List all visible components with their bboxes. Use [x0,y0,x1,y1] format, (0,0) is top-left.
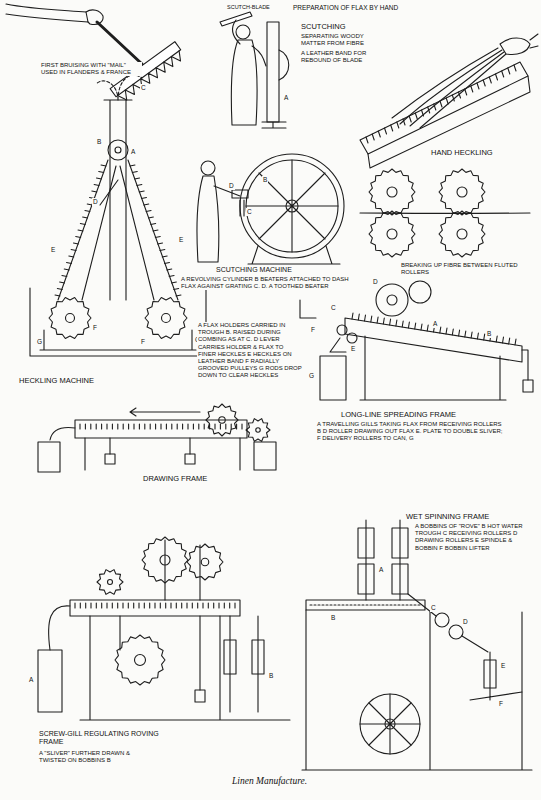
gear [97,570,123,595]
note-text: A TRAVELLING GILLS TAKING FLAX FROM RECE… [316,421,508,443]
callout-letter: G [308,372,315,380]
gear [439,169,485,215]
note-text: HAND HECKLING [430,148,494,157]
callout-letter: D [228,182,235,190]
gear [49,298,91,339]
note-text: A REVOLVING CYLINDER B BEATERS ATTACHED … [180,276,354,290]
heckle-teeth [55,165,181,296]
note-text: SCREW-GILL REGULATING ROVING FRAME [38,730,160,747]
note-text: SEPARATING WOODY MATTER FROM FIBRE [300,33,390,47]
note-text: WET SPINNING FRAME [405,512,490,521]
gear [115,635,165,685]
callout-letter: E [178,236,184,244]
note-text: A LEATHER BAND FOR REBOUND OF BLADE [300,50,394,64]
gear-hub [201,558,209,566]
callout-letter: C [246,208,253,216]
callout-letter: B [96,138,102,146]
callout-letter: B [262,176,268,184]
callout-letter: A [432,320,438,328]
heckle-teeth [55,165,181,296]
callout-letter: C [330,304,337,312]
gear-hub [160,555,170,565]
plate-caption: Linen Manufacture. [230,776,309,786]
gear [369,211,415,257]
gear [206,404,238,436]
note-text: SCUTCH-BLADE [226,4,271,11]
callout-letter: E [350,345,356,353]
gear [187,544,223,580]
callout-letter: C [430,604,437,612]
gear [439,211,485,257]
callout-letter: E [50,246,56,254]
note-text: SCUTCHING [300,22,347,31]
callout-letter: D [372,278,379,286]
note-text: BREAKING UP FIBRE BETWEEN FLUTED ROLLERS [400,262,530,276]
gear [142,537,188,583]
gear [145,298,187,339]
drawing-frame [38,408,276,472]
gear-hub [162,314,171,323]
scutching-machine [197,154,344,264]
callout-letter: C [140,84,147,92]
scutching-by-hand [220,12,289,128]
callout-letter: A [130,148,136,156]
callout-letter: D [92,198,99,206]
gear-hub [387,187,397,197]
note-text: DRAWING FRAME [142,474,208,483]
gear-hub [387,229,397,239]
screw-gill-frame [38,540,290,720]
note-text: SCUTCHING MACHINE [215,266,293,274]
note-text: A "SLIVER" FURTHER DRAWN & TWISTED ON BO… [38,750,158,764]
gear-hub [135,655,146,666]
note-text: A FLAX HOLDERS CARRIED IN TROUGH B. RAIS… [197,322,304,380]
gear-hub [256,428,261,433]
wet-spinning-frame [302,520,532,770]
callout-letter: E [500,662,506,670]
gear-hub [66,314,75,323]
note-text: LONG-LINE SPREADING FRAME [340,410,457,419]
callout-letter: F [498,700,504,708]
callout-letter: F [310,326,316,334]
callout-letter: F [140,338,146,346]
callout-letter: A [378,566,384,574]
note-text: PREPARATION OF FLAX BY HAND [292,4,399,12]
callout-letter: B [330,614,336,622]
callout-letter: F [92,324,98,332]
heckling-machine [30,75,206,356]
callout-letter: A [28,676,34,684]
callout-letter: A [283,94,289,102]
note-text: FIRST BRUISING WITH "MAIL" USED IN FLAND… [40,62,142,76]
gear-hub [457,187,467,197]
gear-hub [457,229,467,239]
callout-letter: G [36,338,43,346]
mail-bruising [6,4,186,104]
callout-letter: B [268,672,274,680]
gear [369,169,415,215]
note-text: HECKLING MACHINE [18,376,95,385]
spreading-frame [300,281,533,400]
gear-hub [219,417,226,424]
callout-letter: B [486,330,492,338]
gear [246,419,270,442]
note-text: A BOBBINS OF "ROVE" B HOT WATER TROUGH C… [414,523,534,552]
callout-letter: D [462,618,469,626]
gear-hub [108,580,113,585]
